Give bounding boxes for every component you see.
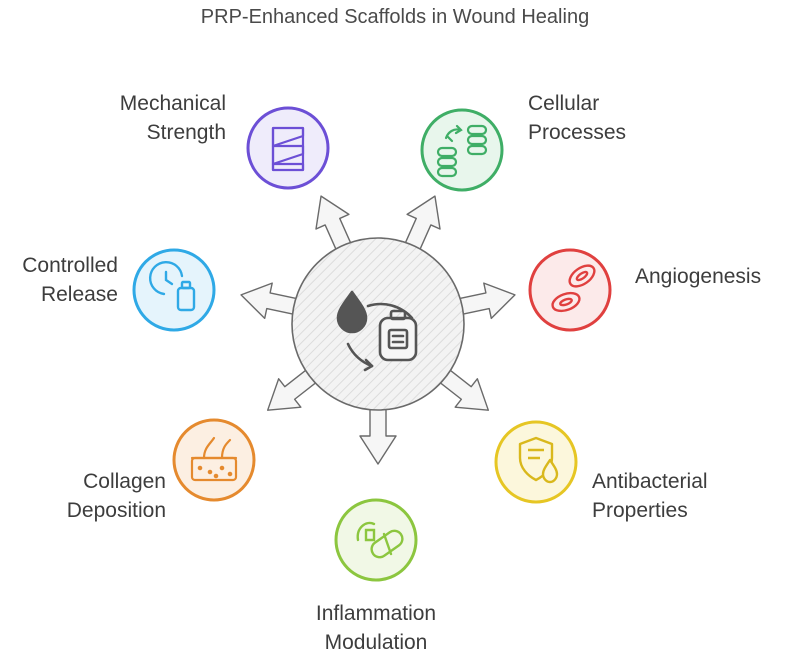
label-line: Inflammation (315, 602, 437, 625)
label-line: Antibacterial (592, 470, 708, 493)
arrow-inflammation (359, 403, 397, 465)
spiral-scaffold-icon (271, 126, 305, 172)
label-antibacterial-properties: Antibacterial Properties (592, 467, 708, 525)
label-line: Release (40, 283, 118, 306)
node-inflammation-modulation (334, 498, 418, 582)
label-collagen-deposition: Collagen Deposition (16, 467, 166, 525)
node-controlled-release (132, 248, 216, 332)
label-line: Processes (528, 121, 627, 144)
node-antibacterial-properties (494, 420, 578, 504)
clock-and-vial-icon (148, 260, 196, 312)
pill-capsule-icon (356, 521, 404, 559)
shield-and-drop-icon (518, 436, 559, 484)
diagram-title: PRP-Enhanced Scaffolds in Wound Healing (200, 6, 590, 28)
label-cellular-processes: Cellular Processes (528, 89, 626, 147)
label-line: Angiogenesis (635, 265, 762, 288)
node-angiogenesis (528, 248, 612, 332)
central-hub (240, 195, 516, 465)
label-controlled-release: Controlled Release (0, 251, 118, 309)
label-line: Cellular (528, 92, 600, 115)
label-angiogenesis: Angiogenesis (635, 262, 761, 291)
label-inflammation-modulation: Inflammation Modulation (276, 599, 476, 657)
skin-layers-icon (190, 436, 238, 482)
label-mechanical-strength: Mechanical Strength (60, 89, 226, 147)
node-cellular-processes (420, 108, 504, 192)
label-line: Modulation (324, 631, 428, 654)
red-blood-cells-icon (551, 264, 596, 313)
label-line: Controlled (22, 254, 118, 277)
label-line: Mechanical (119, 92, 226, 115)
blood-drop-and-blood-bag-icon (336, 290, 418, 372)
label-line: Deposition (66, 499, 166, 522)
node-collagen-deposition (172, 418, 256, 502)
label-line: Collagen (83, 470, 166, 493)
label-line: Properties (592, 499, 688, 522)
node-mechanical-strength (246, 106, 330, 190)
cell-stacks-exchange-icon (436, 124, 488, 178)
label-line: Strength (146, 121, 226, 144)
